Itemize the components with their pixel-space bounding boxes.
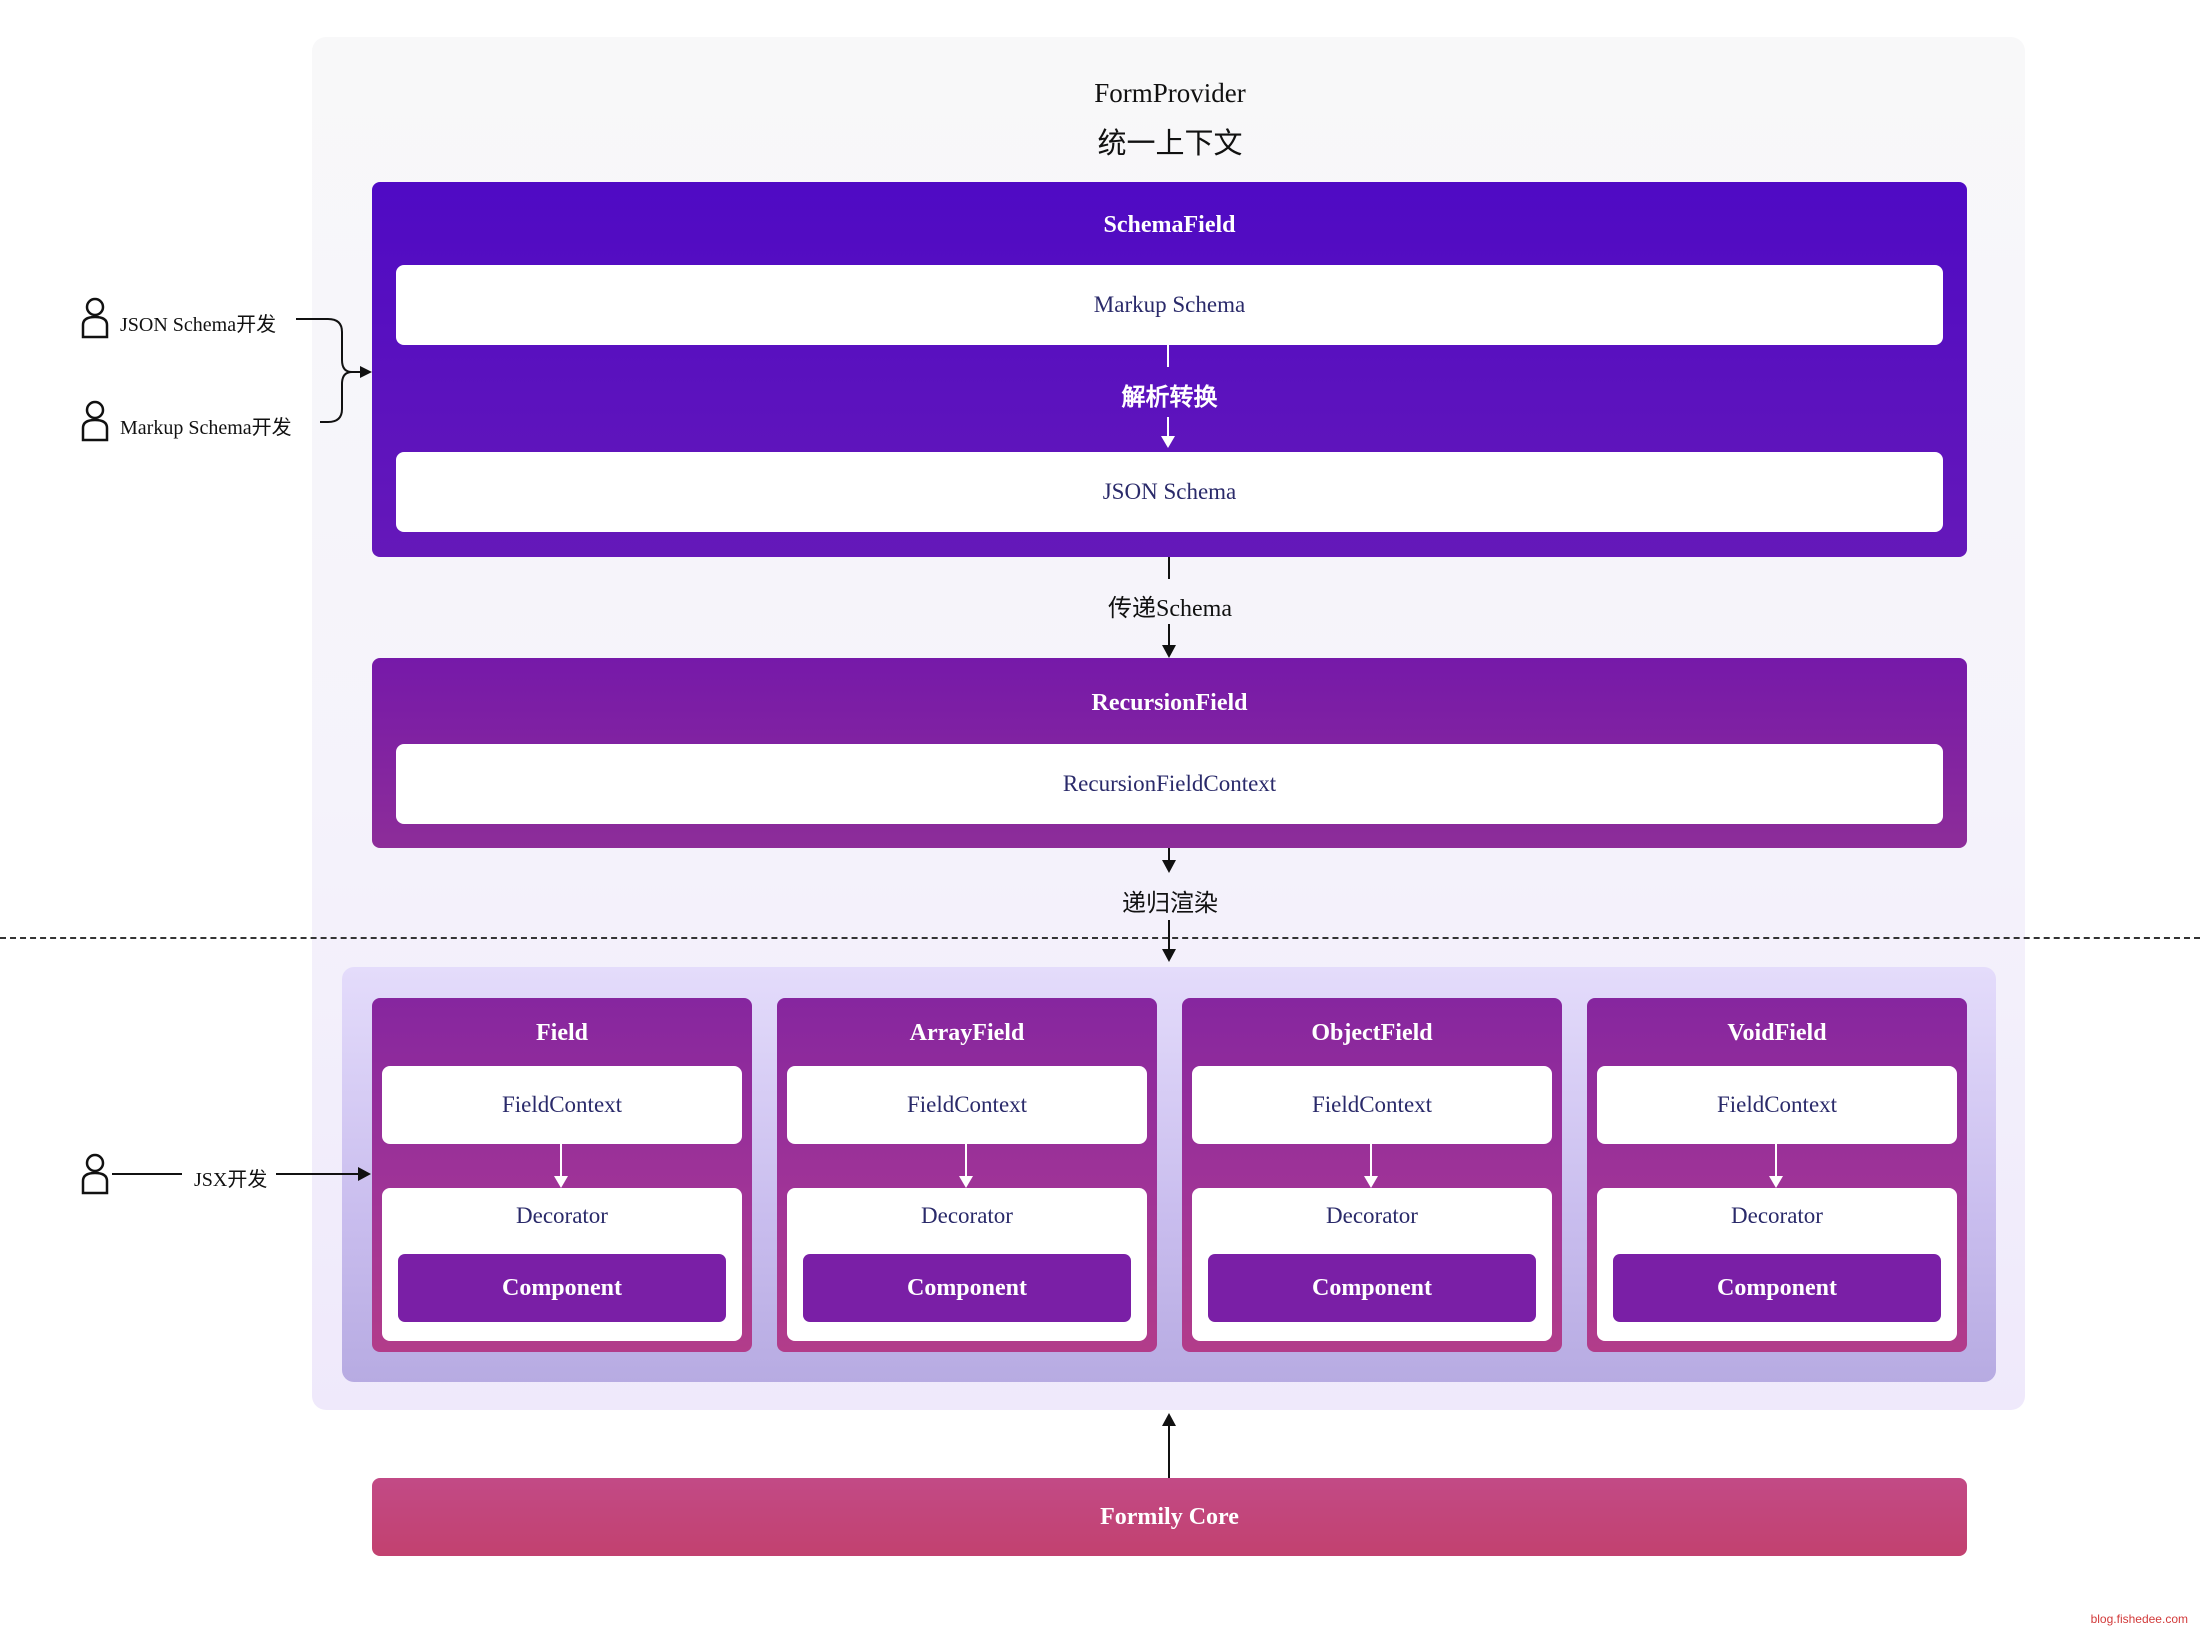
convert-arrow-top (1167, 345, 1169, 367)
decorator-label: Decorator (1326, 1203, 1418, 1228)
field-context-box: FieldContext (1192, 1066, 1552, 1144)
convert-arrow-bottom (1167, 417, 1169, 439)
array-field-card: ArrayField FieldContext Decorator Compon… (777, 998, 1157, 1352)
jsx-dev-label: JSX开发 (194, 1169, 268, 1191)
schema-field-panel: SchemaField Markup Schema 解析转换 JSON Sche… (372, 182, 1967, 557)
component-box: Component (1208, 1254, 1536, 1322)
pass-schema-label: 传递Schema (1108, 596, 1232, 622)
context-to-decorator-arrow-head (554, 1176, 568, 1188)
watermark: blog.fishedee.com (2090, 1612, 2188, 1626)
person-icon (81, 400, 109, 442)
context-to-decorator-arrow-head (1769, 1176, 1783, 1188)
component-box: Component (398, 1254, 726, 1322)
markup-schema-box: Markup Schema (396, 265, 1943, 345)
pass-arrow-head (1162, 645, 1176, 658)
render-arrow-bottom-head (1162, 949, 1176, 962)
decorator-box: Decorator Component (1597, 1188, 1957, 1341)
dashed-separator (0, 937, 2200, 939)
recursion-field-panel: RecursionField RecursionFieldContext (372, 658, 1967, 848)
decorator-box: Decorator Component (1192, 1188, 1552, 1341)
json-schema-dev-label: JSON Schema开发 (120, 314, 277, 336)
recursion-field-title: RecursionField (1091, 690, 1248, 716)
context-to-decorator-arrow (965, 1144, 967, 1180)
context-to-decorator-arrow (1370, 1144, 1372, 1180)
decorator-label: Decorator (1731, 1203, 1823, 1228)
decorator-box: Decorator Component (787, 1188, 1147, 1341)
context-to-decorator-arrow-head (1364, 1176, 1378, 1188)
context-to-decorator-arrow (560, 1144, 562, 1180)
context-to-decorator-arrow-head (959, 1176, 973, 1188)
developer-bracket-connector (296, 318, 372, 423)
array-field-card-title: ArrayField (909, 1020, 1025, 1046)
recursion-field-context-box: RecursionFieldContext (396, 744, 1943, 824)
person-icon (81, 297, 109, 339)
decorator-label: Decorator (921, 1203, 1013, 1228)
convert-arrow-head (1161, 436, 1175, 448)
decorator-box: Decorator Component (382, 1188, 742, 1341)
pass-arrow-top (1168, 557, 1170, 579)
render-arrow-bottom (1168, 920, 1170, 950)
core-arrow-head (1162, 1413, 1176, 1426)
object-field-card: ObjectField FieldContext Decorator Compo… (1182, 998, 1562, 1352)
field-card: Field FieldContext Decorator Component (372, 998, 752, 1352)
field-context-box: FieldContext (382, 1066, 742, 1144)
decorator-label: Decorator (516, 1203, 608, 1228)
markup-schema-dev-label: Markup Schema开发 (120, 417, 292, 439)
object-field-card-title: ObjectField (1311, 1020, 1433, 1046)
core-arrow-line (1168, 1425, 1170, 1478)
void-field-card: VoidField FieldContext Decorator Compone… (1587, 998, 1967, 1352)
person-icon (81, 1153, 109, 1195)
context-to-decorator-arrow (1775, 1144, 1777, 1180)
render-arrow-top-head (1162, 860, 1176, 873)
schema-field-title: SchemaField (1103, 212, 1236, 238)
form-provider-subtitle: 统一上下文 (1097, 128, 1243, 160)
formily-core-bar: Formily Core (372, 1478, 1967, 1556)
field-context-box: FieldContext (787, 1066, 1147, 1144)
recursive-render-label: 递归渲染 (1122, 891, 1218, 917)
jsx-dev-line-left (112, 1173, 182, 1175)
jsx-dev-line-right (276, 1173, 360, 1175)
convert-label: 解析转换 (1121, 385, 1218, 411)
field-card-title: Field (536, 1020, 588, 1046)
form-provider-title: FormProvider (1094, 78, 1246, 108)
component-box: Component (1613, 1254, 1941, 1322)
component-box: Component (803, 1254, 1131, 1322)
pass-arrow-bottom (1168, 624, 1170, 650)
field-context-box: FieldContext (1597, 1066, 1957, 1144)
jsx-dev-arrow-head (358, 1167, 371, 1181)
render-arrow-top (1168, 848, 1170, 862)
void-field-card-title: VoidField (1727, 1020, 1827, 1046)
json-schema-box: JSON Schema (396, 452, 1943, 532)
